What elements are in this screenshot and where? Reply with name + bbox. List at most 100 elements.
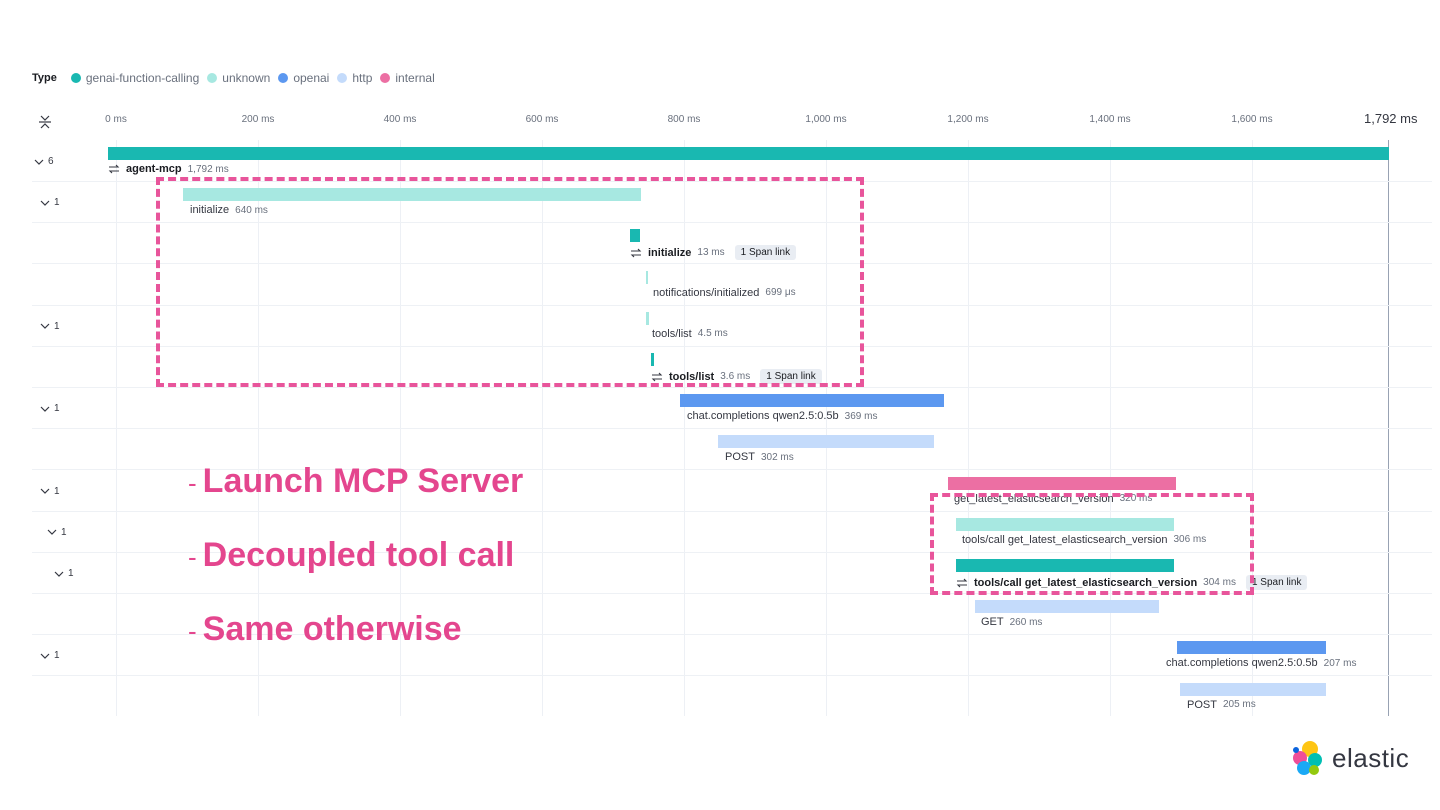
row-toggle[interactable]: 1 [47, 527, 67, 538]
child-count: 1 [61, 526, 67, 538]
chevron-down-icon [40, 406, 50, 412]
span-label: POST 205 ms [1187, 699, 1256, 711]
legend-dot-icon [278, 73, 289, 83]
span-bar[interactable] [1180, 682, 1326, 696]
child-count: 1 [54, 485, 60, 497]
span-name: POST [1187, 698, 1217, 711]
span-bar[interactable] [108, 147, 1389, 160]
span-row[interactable]: GET 260 ms [32, 593, 1432, 636]
row-toggle[interactable]: 1 [40, 321, 60, 332]
span-name: initialize [648, 246, 692, 259]
axis-tick: 800 ms [667, 114, 701, 125]
child-count: 1 [68, 568, 74, 579]
span-row[interactable]: 6 agent-mcp 1,792 ms [32, 140, 1432, 182]
axis-tick: 400 ms [383, 114, 417, 125]
span-bar[interactable] [975, 600, 1159, 614]
span-row[interactable]: POST 302 ms [32, 428, 1432, 471]
span-bar[interactable] [646, 311, 649, 325]
span-label: POST 302 ms [725, 451, 794, 463]
span-duration: 302 ms [760, 451, 794, 463]
span-bar[interactable] [948, 476, 1176, 490]
chevron-down-icon [40, 200, 50, 206]
axis-tick: 1,600 ms [1231, 114, 1273, 125]
axis-tick: 600 ms [525, 114, 559, 125]
elastic-logo-text: elastic [1332, 742, 1410, 773]
span-bar[interactable] [183, 188, 641, 202]
span-link-badge[interactable]: 1 Span link [1245, 575, 1308, 590]
span-duration: 4.5 ms [697, 328, 728, 340]
legend-item-genai[interactable]: genai-function-calling [70, 71, 199, 85]
axis-tick: 1,400 ms [1089, 114, 1131, 125]
span-bar[interactable] [651, 353, 654, 366]
legend-item-unknown[interactable]: unknown [207, 71, 270, 85]
child-count: 1 [54, 197, 60, 209]
span-bar[interactable] [1177, 641, 1326, 655]
row-toggle[interactable]: 1 [40, 650, 60, 661]
trace-end-line [1388, 140, 1389, 716]
row-toggle[interactable]: 1 [40, 486, 60, 497]
chevron-down-icon [47, 529, 57, 536]
child-count: 1 [54, 403, 60, 415]
grid-line [826, 140, 827, 716]
row-toggle[interactable]: 1 [40, 403, 60, 414]
row-toggle[interactable]: 1 [54, 568, 74, 579]
row-toggle[interactable]: 1 [40, 197, 60, 208]
legend-item-internal[interactable]: internal [380, 71, 435, 85]
chevron-down-icon [40, 488, 50, 494]
child-count: 6 [48, 156, 54, 167]
legend-dot-icon [380, 73, 391, 83]
span-row[interactable]: 1 tools/list 4.5 ms [32, 305, 1432, 347]
span-name: tools/list [669, 370, 715, 383]
legend-dot-icon [207, 73, 218, 83]
axis-tick: 0 ms [105, 114, 127, 125]
span-label: agent-mcp 1,792 ms [108, 163, 229, 175]
span-duration: 1,792 ms [187, 163, 229, 175]
legend-item-openai[interactable]: openai [278, 71, 329, 85]
row-toggle[interactable]: 6 [34, 156, 54, 167]
span-duration: 320 ms [1119, 493, 1153, 505]
span-row[interactable]: POST 205 ms [32, 676, 1432, 716]
highlight-box-mcp-launch [156, 177, 864, 387]
collapse-all-icon[interactable] [38, 114, 52, 130]
span-name: POST [725, 451, 755, 464]
span-link-badge[interactable]: 1 Span link [760, 369, 822, 384]
grid-line [1252, 140, 1253, 716]
span-link-badge[interactable]: 1 Span link [734, 245, 797, 261]
legend-dot-icon [337, 73, 348, 83]
legend-item-http[interactable]: http [337, 71, 372, 85]
child-count: 1 [54, 320, 60, 332]
span-name: agent-mcp [126, 163, 182, 175]
grid-line [258, 140, 259, 716]
chevron-down-icon [40, 323, 50, 330]
axis-tick: 1,000 ms [805, 114, 847, 125]
span-bar[interactable] [680, 394, 944, 408]
span-name: GET [981, 616, 1004, 629]
span-bar[interactable] [718, 435, 934, 449]
grid-line [542, 140, 543, 716]
bullet-launch-mcp: -Launch MCP Server [188, 462, 524, 500]
span-bar[interactable] [630, 229, 640, 243]
span-row[interactable]: 1 tools/call get_latest_elasticsearch_ver… [32, 552, 1432, 594]
span-duration: 205 ms [1222, 699, 1256, 711]
bullet-decoupled-tool-call: -Decoupled tool call [188, 536, 515, 574]
chevron-down-icon [34, 159, 44, 165]
grid-line [684, 140, 685, 716]
span-bar[interactable] [956, 559, 1174, 572]
span-name: tools/call get_latest_elasticsearch_vers… [974, 576, 1198, 589]
span-bar[interactable] [956, 517, 1174, 531]
span-bar[interactable] [646, 270, 648, 284]
span-name: tools/list [652, 327, 692, 340]
grid-line [400, 140, 401, 716]
span-name: notifications/initialized [653, 286, 760, 299]
span-duration: 260 ms [1009, 616, 1043, 628]
